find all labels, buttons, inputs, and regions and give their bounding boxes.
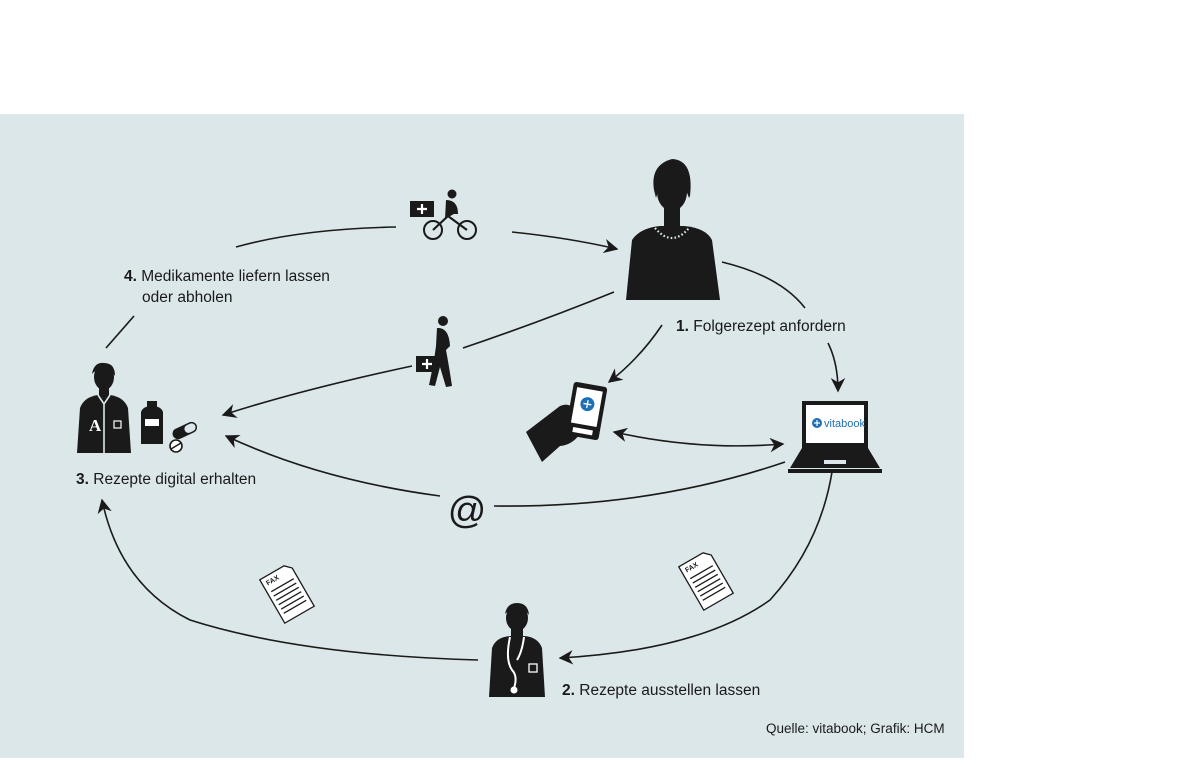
arc-patient-to-step1 bbox=[721, 261, 806, 309]
email-at-symbol: @ bbox=[448, 490, 487, 532]
arrow-to-laptop bbox=[827, 342, 846, 393]
laptop-screen-text: vitabook bbox=[824, 418, 865, 430]
bicycle-courier-icon bbox=[410, 189, 477, 240]
step-4-label: 4. Medikamente liefern lassen oder abhol… bbox=[124, 266, 330, 308]
pills-icon bbox=[169, 421, 198, 453]
arrow-walker-to-pharmacy bbox=[221, 365, 413, 418]
smartphone-in-hand-icon bbox=[526, 381, 608, 462]
step-2-text: Rezepte ausstellen lassen bbox=[579, 682, 761, 699]
arc-pharmacy-to-bike bbox=[235, 226, 397, 248]
step-4-text-line2: oder abholen bbox=[142, 289, 233, 306]
walking-person-icon bbox=[416, 316, 452, 387]
step-3-number: 3. bbox=[76, 471, 89, 488]
source-credit: Quelle: vitabook; Grafik: HCM bbox=[766, 721, 945, 736]
step-2-number: 2. bbox=[562, 682, 575, 699]
step-3-label: 3. Rezepte digital erhalten bbox=[76, 469, 256, 490]
arrow-email-to-pharmacy bbox=[224, 434, 441, 497]
arrow-laptop-to-doctor bbox=[558, 471, 833, 665]
step-1-label: 1. Folgerezept anfordern bbox=[676, 316, 846, 337]
line-patient-to-walker bbox=[462, 291, 615, 349]
laptop-icon: vitabook bbox=[788, 401, 882, 473]
pharmacist-icon: A bbox=[77, 362, 131, 453]
step-4-text: Medikamente liefern lassen bbox=[141, 268, 330, 285]
fax-document-left-icon: FAX bbox=[258, 565, 316, 625]
arc-pharmacy-left-tail bbox=[105, 315, 135, 349]
pharmacy-sign: A bbox=[89, 416, 102, 435]
arrow-bike-to-patient bbox=[511, 231, 619, 254]
line-laptop-to-email bbox=[493, 461, 786, 507]
medicine-bottle-icon bbox=[141, 401, 163, 444]
arrow-to-phone bbox=[607, 324, 663, 383]
step-2-label: 2. Rezepte ausstellen lassen bbox=[562, 680, 760, 701]
step-1-number: 1. bbox=[676, 318, 689, 335]
step-3-text: Rezepte digital erhalten bbox=[93, 471, 257, 488]
step-1-text: Folgerezept anfordern bbox=[693, 318, 846, 335]
arrow-doctor-to-pharmacy bbox=[97, 498, 479, 661]
step-4-number: 4. bbox=[124, 268, 137, 285]
patient-icon bbox=[626, 159, 720, 300]
arrow-phone-laptop bbox=[612, 427, 785, 453]
fax-document-right-icon: FAX bbox=[677, 552, 735, 612]
doctor-icon bbox=[489, 603, 545, 697]
